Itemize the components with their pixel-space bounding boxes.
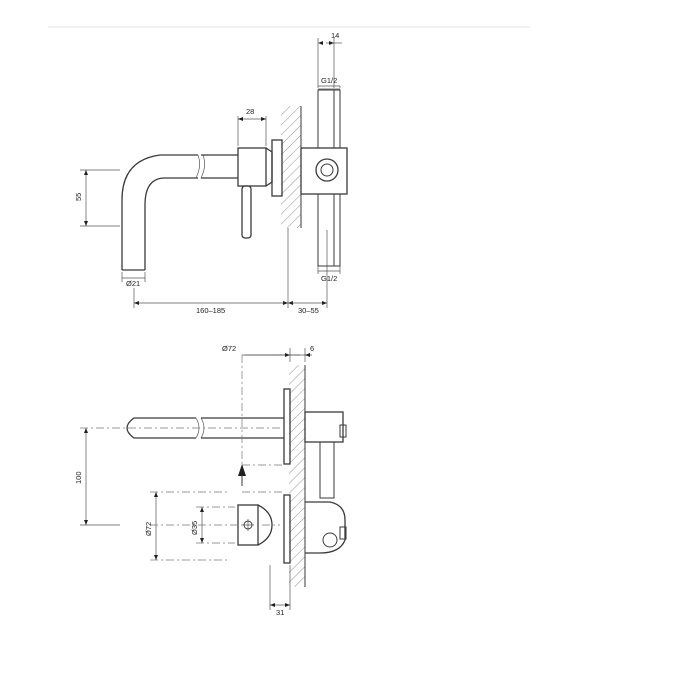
spout-plan	[126, 417, 196, 439]
spout-break	[195, 154, 205, 179]
dim-28: 28	[246, 107, 254, 116]
handle-body	[237, 147, 267, 187]
dim-d72-top: Ø72	[222, 344, 236, 353]
top-view: 14 G1/2 28 55 Ø21 G1/2 160–185 30–55	[74, 31, 348, 315]
dim-100: 100	[74, 471, 83, 484]
valve-inlet-inner	[320, 163, 334, 177]
handle-plate	[283, 494, 291, 564]
bottom-view: Ø72 6 100 Ø72 Ø35 31	[74, 344, 347, 617]
dim-d72-left: Ø72	[144, 522, 153, 536]
dim-30-55: 30–55	[298, 306, 319, 315]
handle-lever	[241, 185, 252, 239]
dim-d21: Ø21	[126, 279, 140, 288]
valve-connector-top	[317, 89, 341, 149]
dim-6: 6	[310, 344, 314, 353]
dim-160-185: 160–185	[196, 306, 225, 315]
valve-body	[300, 147, 348, 195]
wall-plate-top	[271, 139, 283, 197]
dim-g12-bottom: G1/2	[321, 274, 337, 283]
dim-14: 14	[331, 31, 339, 40]
dim-g12-top: G1/2	[321, 76, 337, 85]
dim-d35: Ø35	[190, 521, 199, 535]
handle-cap	[265, 147, 273, 187]
valve-inlet-circle	[315, 158, 339, 182]
dim-31: 31	[276, 608, 284, 617]
wall-hatch-top	[281, 106, 301, 228]
spout-plate	[283, 388, 291, 465]
wall-hatch-bottom	[289, 365, 305, 587]
spout-outline	[121, 154, 198, 270]
dim-55: 55	[74, 193, 83, 201]
valve-connector-bottom	[317, 193, 341, 267]
